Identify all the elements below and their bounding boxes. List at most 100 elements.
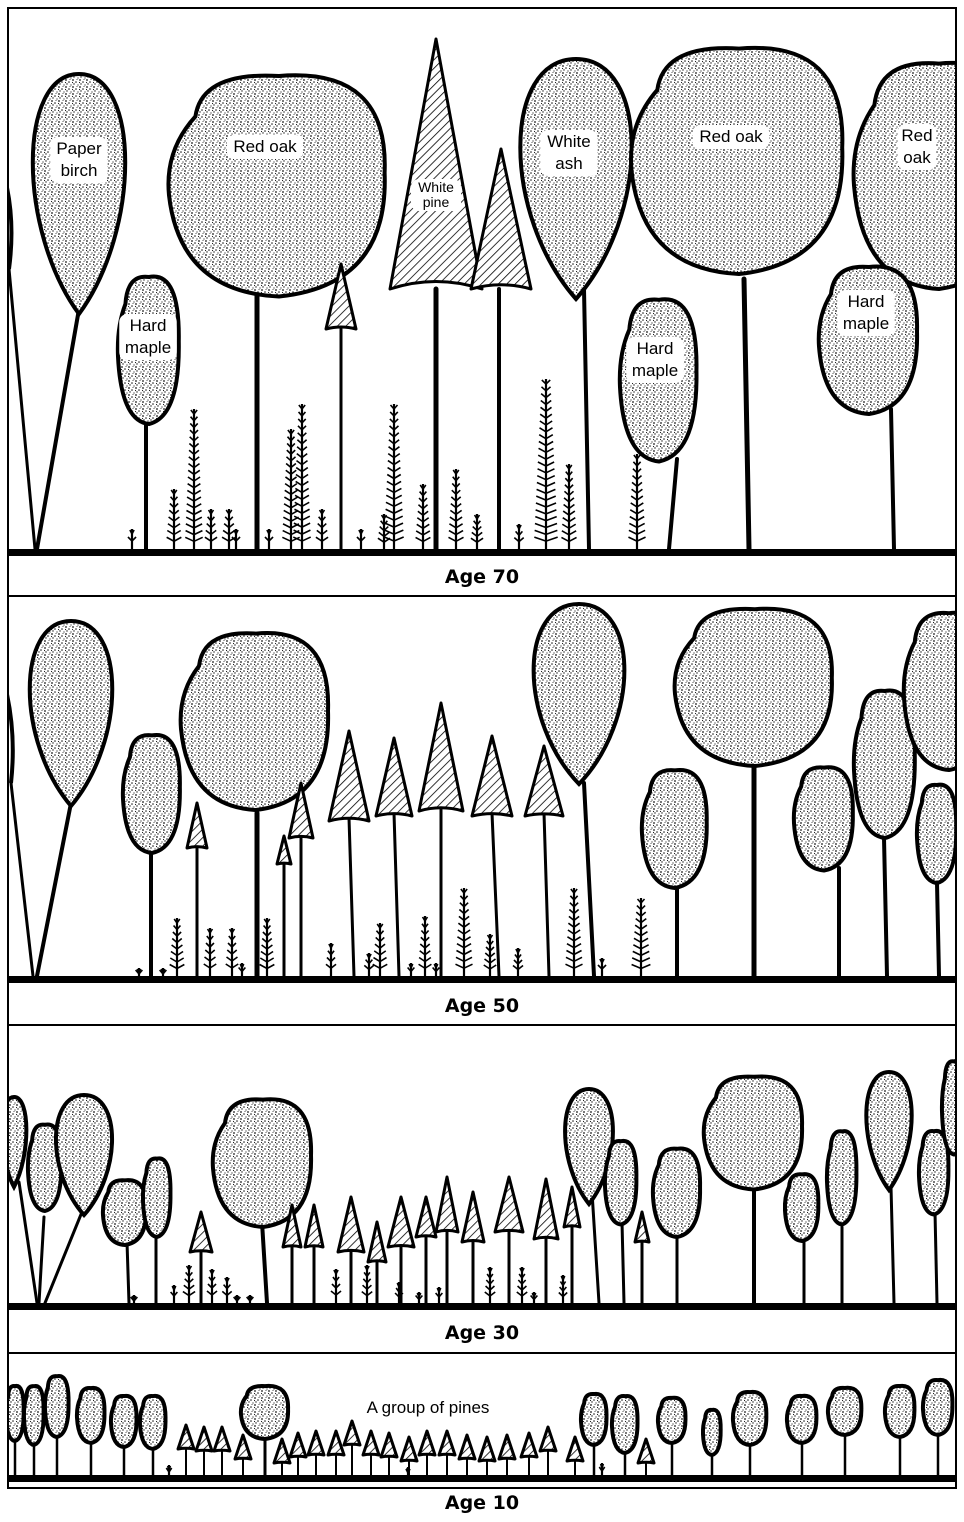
understory-sapling <box>416 484 431 549</box>
trunk <box>45 1207 84 1303</box>
understory-sapling <box>436 1287 443 1303</box>
understory-sapling <box>170 918 185 976</box>
crown-hardwood-sapling <box>111 1396 137 1447</box>
crown-white-pine <box>638 1439 654 1463</box>
crown-white-pine <box>277 836 291 864</box>
crown-white-pine <box>564 1187 580 1227</box>
understory-sapling <box>565 888 582 976</box>
crown-white-pine <box>178 1425 194 1449</box>
crown-hardwood-sapling <box>885 1386 914 1437</box>
crown-white-pine <box>363 1431 379 1455</box>
understory-sapling <box>239 963 246 976</box>
understory-sapling <box>171 1285 178 1303</box>
understory-sapling <box>167 489 182 549</box>
stand-age-10-drawing: A group of pines <box>9 1355 955 1475</box>
understory-sapling <box>128 529 136 549</box>
crown-white-pine <box>235 1435 251 1459</box>
trunk <box>37 309 79 549</box>
ground-line-age-70 <box>9 549 955 556</box>
understory-sapling <box>357 529 365 549</box>
crown-white-pine <box>416 1197 436 1237</box>
understory-sapling <box>628 454 645 549</box>
crown-hard-maple <box>917 785 955 883</box>
understory-sapling <box>513 948 523 976</box>
crown-white-pine <box>329 731 369 821</box>
trunk <box>935 1212 937 1303</box>
crown-white-pine <box>368 1222 386 1262</box>
understory-sapling <box>373 923 388 976</box>
crown-white-pine <box>479 1437 495 1461</box>
crown-red-oak <box>168 75 384 296</box>
understory-sapling <box>260 918 275 976</box>
understory-sapling <box>316 509 328 549</box>
understory-sapling <box>561 464 576 549</box>
crown-white-ash <box>520 59 631 299</box>
edge-crown-partial <box>9 159 11 269</box>
trunk <box>622 1222 624 1303</box>
understory-sapling <box>204 928 216 976</box>
label-white-pine: Whitepine <box>418 179 454 210</box>
caption-age-10: Age 10 <box>0 1492 964 1514</box>
crown-red-oak <box>854 63 955 289</box>
understory-sapling <box>183 1265 195 1303</box>
ground-line-age-50 <box>9 976 955 983</box>
crown-hard-maple <box>653 1149 700 1237</box>
understory-sapling <box>160 968 167 976</box>
trunk <box>37 803 71 976</box>
understory-sapling <box>408 963 415 976</box>
stand-age-50-drawing <box>9 598 955 976</box>
crown-hardwood-sapling <box>787 1396 816 1443</box>
understory-sapling <box>485 1267 495 1303</box>
trunk <box>592 1192 599 1303</box>
label-red-oak: Red oak <box>699 127 763 146</box>
crown-white-pine <box>344 1421 360 1445</box>
crown-hard-maple <box>605 1141 636 1225</box>
understory-sapling <box>419 916 432 976</box>
panel-age-30 <box>9 1027 955 1303</box>
crown-hardwood-sapling <box>9 1386 24 1441</box>
trunk <box>127 1242 129 1303</box>
trunk <box>669 459 677 549</box>
ground-line-age-30 <box>9 1303 955 1310</box>
crown-red-oak <box>942 1061 955 1154</box>
trunk <box>937 883 939 976</box>
crown-white-pine <box>187 803 207 848</box>
trunk <box>544 813 549 976</box>
crown-white-pine <box>190 1212 212 1252</box>
understory-sapling <box>455 888 472 976</box>
crown-white-pine <box>436 1177 458 1232</box>
crown-hardwood-sapling <box>77 1388 105 1443</box>
crown-white-pine <box>305 1205 323 1247</box>
crown-hardwood-sapling <box>24 1386 44 1445</box>
understory-sapling <box>247 1295 254 1303</box>
understory-sapling <box>326 943 336 976</box>
crown-white-pine <box>567 1437 583 1461</box>
crown-white-pine <box>495 1177 523 1232</box>
understory-sapling <box>531 1292 538 1303</box>
understory-sapling <box>136 968 143 976</box>
crown-hard-maple <box>794 767 853 870</box>
edge-crown-partial <box>9 678 13 783</box>
panel-age-50 <box>9 598 955 976</box>
understory-sapling <box>559 1275 567 1303</box>
crown-white-pine <box>308 1431 324 1455</box>
trunk <box>349 818 354 976</box>
crown-red-oak <box>631 48 842 274</box>
panel-age-10: A group of pines <box>9 1355 955 1475</box>
crown-white-pine <box>534 1179 558 1239</box>
crown-white-pine <box>274 1439 290 1463</box>
crown-hardwood-sapling <box>45 1376 69 1437</box>
crown-white-pine <box>401 1437 417 1461</box>
crown-hard-maple <box>819 267 917 414</box>
crown-hard-maple <box>827 1131 856 1224</box>
trunk <box>891 1187 894 1303</box>
trunk <box>262 1222 267 1303</box>
panel-divider <box>9 1352 955 1354</box>
label-red-oak: Red oak <box>233 137 297 156</box>
trunk <box>884 838 887 976</box>
understory-sapling <box>598 958 606 976</box>
trunk <box>584 783 594 976</box>
crown-hardwood-sapling <box>658 1398 686 1443</box>
